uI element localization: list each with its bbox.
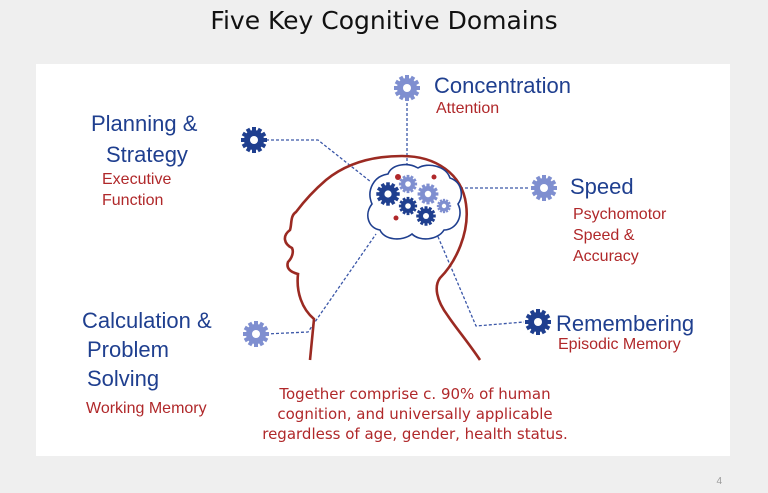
summary-note-line3: regardless of age, gender, health status… (262, 425, 568, 443)
remembering-subtitle: Episodic Memory (558, 336, 681, 353)
planning-title-line1: Planning & (91, 111, 198, 136)
connector-planning (266, 139, 372, 183)
calculation-title-line3: Solving (87, 366, 160, 391)
speed-subtitle-line2: Speed & (573, 227, 635, 244)
summary-note: Together comprise c. 90% of human cognit… (250, 384, 580, 444)
planning-subtitle-line2: Function (102, 192, 164, 209)
calculation-title-line1: Calculation & (82, 308, 212, 333)
diagram-panel: Concentration Attention Planning & Strat… (36, 64, 730, 456)
summary-note-line1: Together comprise c. 90% of human (279, 385, 551, 403)
planning-gear-icon (241, 127, 267, 153)
remembering-gear-icon (525, 309, 551, 335)
head-outline (283, 154, 482, 361)
connector-calculation (265, 233, 377, 335)
calculation-title-line2: Problem (87, 337, 169, 362)
speed-gear-icon (531, 175, 557, 201)
planning-title-line2: Strategy (106, 142, 188, 167)
planning-subtitle-line1: Executive (102, 171, 172, 188)
calculation-gear-icon (243, 321, 269, 347)
slide-title: Five Key Cognitive Domains (210, 6, 558, 35)
calculation-subtitle: Working Memory (86, 400, 207, 417)
summary-note-line2: cognition, and universally applicable (277, 405, 553, 423)
concentration-gear-icon (394, 75, 420, 101)
speed-title: Speed (570, 174, 634, 199)
concentration-title: Concentration (434, 73, 571, 98)
page-number: 4 (716, 476, 722, 487)
remembering-title: Remembering (556, 311, 695, 336)
speed-subtitle-line3: Accuracy (573, 248, 639, 265)
speed-subtitle-line1: Psychomotor (573, 206, 667, 223)
concentration-subtitle: Attention (436, 100, 500, 117)
brain-gears-icon (376, 174, 452, 226)
cognitive-domains-diagram (241, 75, 557, 361)
connector-remembering (435, 231, 525, 327)
